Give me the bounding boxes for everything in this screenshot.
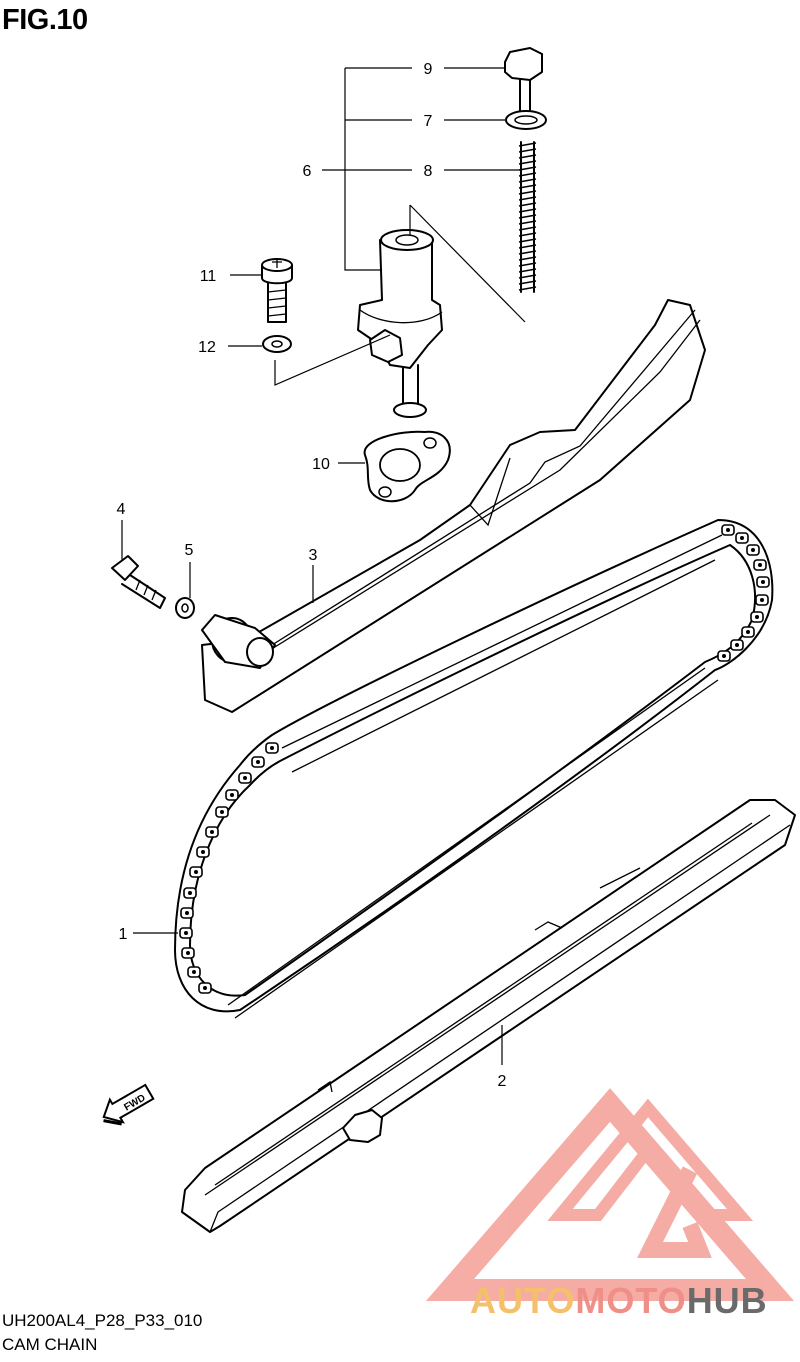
spring-coil	[518, 160, 537, 165]
washer-part-5	[175, 597, 195, 619]
bolt-part-11	[261, 258, 293, 323]
callout-3: 3	[309, 547, 318, 564]
watermark-moto: MOTO	[575, 1280, 687, 1321]
diagram-caption: CAM CHAIN	[2, 1335, 98, 1354]
callout-labels: 9 7 6 8 11 12 10 4 5 3 1 2	[117, 61, 507, 1090]
spring-coil	[518, 214, 537, 219]
chain-pin	[203, 986, 207, 990]
chain-pin	[188, 891, 192, 895]
spring-coil	[518, 196, 537, 201]
cap-bolt-part-9	[504, 47, 543, 113]
spring-coil	[518, 268, 537, 273]
callout-12: 12	[198, 339, 216, 356]
chain-pin	[758, 563, 762, 567]
chain-pin	[751, 548, 755, 552]
washer-part-12	[262, 335, 292, 353]
chain-pin	[201, 850, 205, 854]
callout-7: 7	[424, 113, 433, 130]
callout-4: 4	[117, 501, 126, 518]
spring-coil	[518, 232, 537, 237]
chain-pin	[230, 793, 234, 797]
diagram-code: UH200AL4_P28_P33_010	[2, 1311, 203, 1330]
spring-coil	[518, 184, 537, 189]
spring-coil	[518, 142, 537, 147]
chain-pin	[192, 970, 196, 974]
spring-coil	[518, 262, 537, 267]
spring-coil	[518, 250, 537, 255]
callout-8: 8	[424, 163, 433, 180]
spring-coil	[518, 154, 537, 159]
forward-direction-arrow-icon: FWD	[102, 1083, 155, 1126]
chain-pin	[735, 643, 739, 647]
chain-pin	[722, 654, 726, 658]
chain-pin	[726, 528, 730, 532]
chain-pin	[210, 830, 214, 834]
spring-coil	[518, 178, 537, 183]
callout-5: 5	[185, 542, 194, 559]
spring-coil	[518, 226, 537, 231]
chain-pin	[760, 598, 764, 602]
chain-pin	[243, 776, 247, 780]
callout-10: 10	[312, 456, 330, 473]
leader-lines	[121, 67, 526, 1065]
chain-pin	[194, 870, 198, 874]
tensioner-arm-part-3	[201, 299, 706, 713]
watermark-logo-icon	[425, 1088, 795, 1301]
chain-pin	[256, 760, 260, 764]
watermark-hub: HUB	[686, 1280, 768, 1321]
spring-coil	[518, 244, 537, 249]
spring-coil	[518, 190, 537, 195]
chain-pin	[755, 615, 759, 619]
chain-guide-part-2	[181, 799, 796, 1233]
cam-chain-part-1	[174, 519, 774, 1019]
chain-pin	[761, 580, 765, 584]
figure-footer: UH200AL4_P28_P33_010 CAM CHAIN	[2, 1309, 202, 1357]
callout-11: 11	[200, 268, 217, 285]
chain-pin	[186, 951, 190, 955]
watermark-text: AUTOMOTOHUB	[470, 1280, 768, 1322]
spring-coil	[518, 148, 537, 153]
spring-coil	[518, 202, 537, 207]
callout-2: 2	[498, 1073, 507, 1090]
chain-pin	[270, 746, 274, 750]
chain-pin	[220, 810, 224, 814]
gasket-part-10	[363, 430, 451, 503]
callout-9: 9	[424, 61, 433, 78]
spring-coil	[518, 256, 537, 261]
spring-coil	[518, 238, 537, 243]
spring-coil	[518, 274, 537, 279]
tensioner-body-part-6	[357, 229, 443, 418]
chain-pin	[184, 931, 188, 935]
figure-title: FIG.10	[2, 4, 88, 36]
callout-6: 6	[303, 163, 312, 180]
bolt-part-4	[111, 555, 166, 609]
o-ring-part-7	[505, 110, 547, 130]
watermark-auto: AUTO	[470, 1280, 576, 1321]
spring-coil	[518, 172, 537, 177]
callout-1: 1	[119, 926, 128, 943]
spring-coil	[518, 280, 537, 285]
spring-coil	[518, 220, 537, 225]
chain-pin	[746, 630, 750, 634]
spring-coil	[518, 166, 537, 171]
chain-pin	[185, 911, 189, 915]
spring-coil	[518, 208, 537, 213]
spring-part-8	[518, 141, 537, 293]
chain-pin	[740, 536, 744, 540]
spring-coil	[518, 286, 537, 291]
